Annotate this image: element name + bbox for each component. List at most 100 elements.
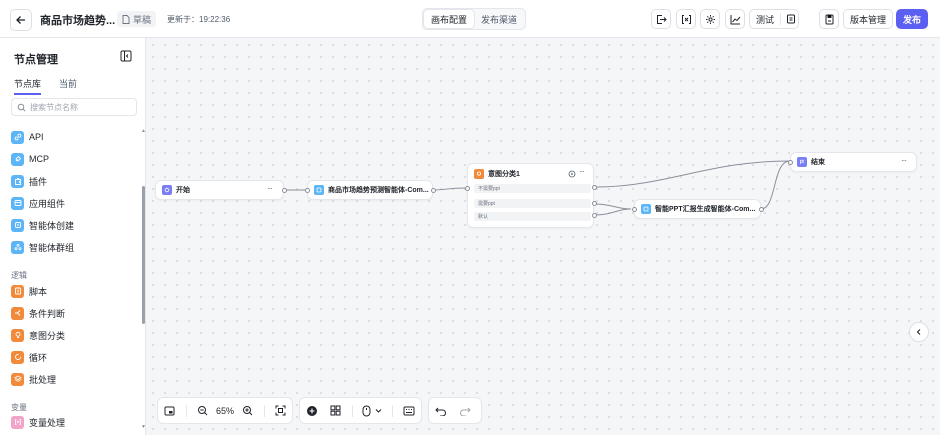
sidebar-item-condition[interactable]: 条件判断 (11, 305, 65, 321)
export-button[interactable] (651, 9, 671, 29)
node-title: 开始 (176, 187, 190, 194)
agent-icon (314, 185, 324, 195)
output-port[interactable] (592, 201, 597, 206)
tab-canvas-config[interactable]: 画布配置 (424, 10, 475, 28)
output-port[interactable] (431, 188, 436, 193)
save-icon (825, 14, 833, 24)
node-header: 意图分类1 (474, 169, 520, 179)
analytics-button[interactable] (725, 9, 745, 29)
input-port[interactable] (788, 160, 793, 165)
sidebar-item-app-component[interactable]: 应用组件 (11, 195, 65, 211)
node-end[interactable]: 结束 ··· (788, 152, 917, 172)
output-port[interactable] (759, 207, 764, 212)
script-icon (11, 284, 24, 298)
branch-icon (11, 306, 24, 320)
sidebar-item-plugin[interactable]: 插件 (11, 173, 47, 189)
updated-time: 更新于：19:22:36 (167, 15, 231, 24)
expand-panel-button[interactable] (909, 322, 929, 342)
collapse-panel-icon[interactable] (120, 50, 132, 62)
node-header: 商品市场趋势预测智能体-Com... (314, 185, 429, 195)
tab-node-library[interactable]: 节点库 (14, 77, 42, 95)
sidebar-item-loop[interactable]: 循环 (11, 349, 47, 365)
sidebar-item-label: 变量处理 (29, 417, 66, 428)
mouse-icon (362, 405, 371, 416)
search-input[interactable] (30, 102, 125, 112)
node-start[interactable]: 开始 ··· (155, 180, 287, 200)
settings-button[interactable] (700, 9, 720, 29)
output-port[interactable] (282, 188, 287, 193)
input-port[interactable] (465, 186, 470, 191)
search-box (11, 98, 137, 116)
batch-icon (11, 372, 24, 386)
node-intent-classifier[interactable]: 意图分类1 ··· 不需要ppt 需要ppt 默认 (465, 163, 597, 228)
layout-button[interactable] (328, 403, 344, 419)
keyboard-icon (403, 406, 415, 415)
fit-view-icon (275, 405, 286, 416)
zoom-out-button[interactable] (194, 403, 210, 419)
sidebar-item-mcp[interactable]: MCP (11, 151, 49, 167)
node-header: 结束 (797, 157, 825, 167)
zoom-in-button[interactable] (240, 403, 256, 419)
sidebar-item-label: 循环 (29, 352, 48, 363)
node-header: 智能PPT汇报生成智能体-Com... (641, 204, 755, 214)
scroll-down-arrow[interactable]: ▼ (141, 424, 146, 430)
workflow-canvas[interactable]: 开始 ··· 商品市场趋势预测智能体-Com... ··· 意图分类1 ··· … (147, 39, 940, 435)
bulb-icon (11, 328, 24, 342)
more-icon[interactable]: ··· (579, 167, 585, 176)
zoom-toolbar: 65% (157, 397, 293, 424)
redo-button[interactable] (457, 403, 473, 419)
node-agent-ppt-report[interactable]: 智能PPT汇报生成智能体-Com... (632, 199, 764, 219)
toolbar-divider (185, 404, 187, 417)
tab-publish-channel[interactable]: 发布渠道 (481, 14, 518, 25)
sidebar-scrollbar[interactable] (142, 186, 145, 324)
node-title: 结束 (811, 159, 825, 166)
scroll-up-arrow[interactable]: ▲ (141, 128, 146, 134)
arrow-left-icon (16, 16, 25, 24)
sidebar-item-label: 批处理 (29, 374, 57, 385)
agent-icon (11, 218, 24, 232)
plug-icon (11, 152, 24, 166)
input-port[interactable] (632, 207, 637, 212)
interaction-mode-select[interactable] (361, 403, 385, 419)
toolbar-divider (351, 404, 353, 417)
output-port[interactable] (592, 213, 597, 218)
history-toolbar (428, 397, 482, 424)
sidebar-item-intent-classify[interactable]: 意图分类 (11, 327, 65, 343)
more-icon[interactable]: ··· (267, 184, 273, 193)
tab-current[interactable]: 当前 (59, 79, 78, 89)
publish-button[interactable]: 发布 (896, 9, 928, 29)
gear-icon (705, 14, 715, 24)
sidebar-item-script[interactable]: 脚本 (11, 283, 47, 299)
sidebar-item-label: MCP (29, 154, 49, 164)
run-icon[interactable] (568, 170, 576, 178)
sidebar-item-batch[interactable]: 批处理 (11, 371, 56, 387)
test-history-icon[interactable] (786, 14, 796, 24)
version-manage-button[interactable]: 版本管理 (843, 9, 894, 29)
sidebar-item-agent-create[interactable]: 智能体创建 (11, 217, 74, 233)
sidebar-item-label: 脚本 (29, 286, 48, 297)
more-icon[interactable]: ··· (901, 156, 907, 165)
top-header: 商品市场趋势... 草稿 更新于：19:22:36 画布配置 发布渠道 测试 版… (0, 0, 940, 38)
fit-view-button[interactable] (273, 403, 289, 419)
loop-icon (11, 350, 24, 364)
test-button[interactable]: 测试 (749, 9, 799, 29)
sidebar-item-agent-group[interactable]: 智能体群组 (11, 239, 74, 255)
toolbar-divider (392, 404, 394, 417)
more-icon[interactable]: ··· (416, 184, 422, 193)
output-port[interactable] (592, 185, 597, 190)
minimap-button[interactable] (162, 403, 178, 419)
input-port[interactable] (305, 188, 310, 193)
sidebar-item-api[interactable]: API (11, 129, 44, 145)
save-button[interactable] (819, 9, 839, 29)
edge-classifier-agent2-a (593, 203, 632, 210)
redo-icon (460, 407, 471, 416)
shortcuts-button[interactable] (401, 403, 417, 419)
node-agent-market-trend[interactable]: 商品市场趋势预测智能体-Com... ··· (305, 180, 436, 200)
undo-button[interactable] (433, 403, 449, 419)
add-node-button[interactable] (304, 403, 320, 419)
back-button[interactable] (10, 9, 32, 31)
variables-button[interactable] (676, 9, 696, 29)
edge-agent1-classifier (432, 187, 468, 191)
sidebar-item-variable-process[interactable]: 变量处理 (11, 414, 65, 430)
sidebar-title: 节点管理 (14, 54, 58, 66)
